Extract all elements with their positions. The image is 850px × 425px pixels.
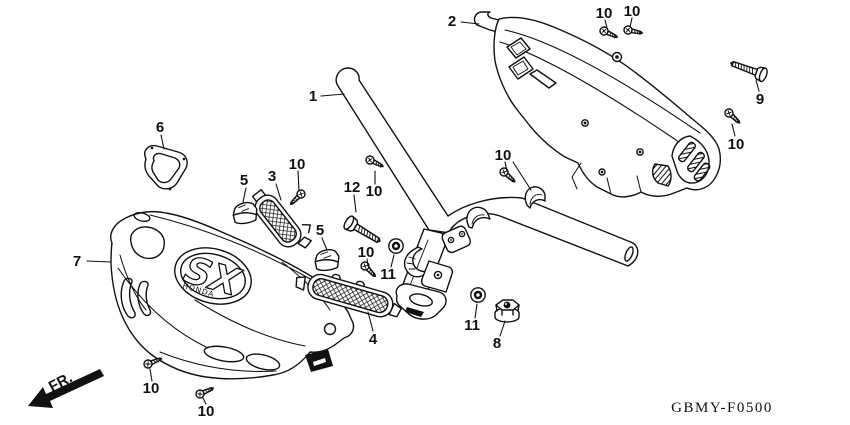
part-label-9: 9 [756,91,764,108]
leader-line [504,161,508,172]
leader-line [604,19,608,29]
part-label-10: 10 [624,3,641,20]
part-label-4: 4 [369,331,378,348]
screw [358,259,379,280]
leader-line [202,397,207,405]
leader-line [297,170,300,192]
screw [722,106,744,127]
screw [287,187,308,208]
part-label-10: 10 [289,156,306,173]
screw [194,383,216,400]
honda-sx-emblem: SX HONDA [174,247,252,306]
leader-line [275,183,282,201]
part-2-upper-handle-cover [473,11,722,198]
screw [622,24,644,38]
part-label-1: 1 [309,88,317,105]
screw [363,153,386,171]
leader-line [731,123,736,137]
part-label-11: 11 [380,266,396,283]
leader-line [367,311,374,332]
screw [497,165,519,186]
part-label-5: 5 [240,172,248,189]
part-label-12: 12 [344,179,361,196]
reference-line [512,161,532,191]
part-5-clip [231,200,259,226]
leader-line [320,93,345,97]
leader-line [160,134,165,150]
part-label-10: 10 [495,147,512,164]
part-8-flange-nut [494,299,520,323]
part-label-10: 10 [198,403,215,420]
part-label-6: 6 [156,119,164,136]
leader-line [390,254,395,268]
leader-line [86,260,112,263]
leader-line [353,194,357,213]
part-label-10: 10 [143,380,160,397]
leader-line [499,320,506,337]
part-4-lower-grille [295,273,402,318]
screw [597,24,620,42]
part-label-11: 11 [464,317,480,334]
part-7-front-cover: SX HONDA [110,210,355,380]
part-label-5: 5 [316,222,324,239]
part-label-2: 2 [448,13,456,30]
part-label-10: 10 [358,244,375,261]
part-3-upper-grille [251,189,312,249]
leader-line [321,237,328,251]
leader-line [149,368,153,382]
part-9-flange-bolt [727,55,770,84]
cable-guide-clip [466,206,491,229]
part-5-clip [313,248,341,272]
part-11-washer [387,237,405,255]
part-12-flange-bolt [341,213,385,249]
fr-label: FR. [46,369,75,395]
part-1-handlebar-pipe [335,67,639,267]
leader-line [755,79,760,92]
part-label-10: 10 [366,183,383,200]
diagram-code: GBMY-F0500 [671,400,773,416]
leader-line [366,258,369,267]
leader-line [629,17,633,28]
part-label-3: 3 [268,168,276,185]
part-label-7: 7 [73,253,81,270]
part-label-8: 8 [493,335,501,352]
fr-direction-arrow: FR. [28,369,104,408]
leader-line [460,21,480,25]
part-label-10: 10 [728,136,745,153]
part-label-10: 10 [596,5,613,22]
leader-line [242,187,247,203]
part-6-grommet [144,144,188,191]
part-11-washer [469,286,487,304]
steering-stem [395,225,472,320]
arrow-icon [28,369,104,408]
leader-line [474,303,478,319]
